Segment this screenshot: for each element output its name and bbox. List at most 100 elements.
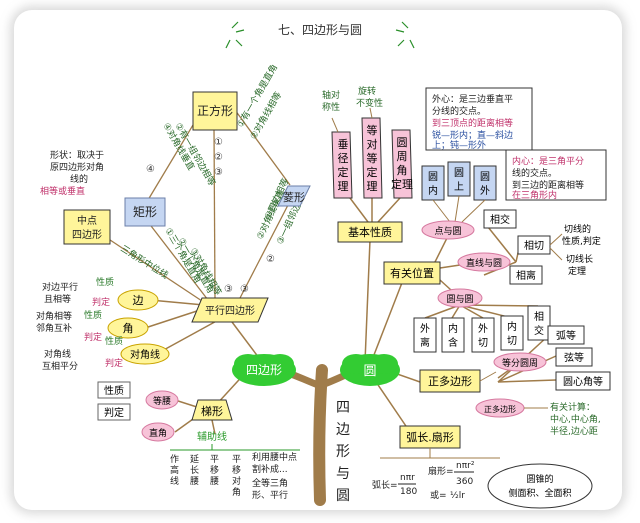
prop-side[interactable] xyxy=(117,289,159,311)
inner-center-note: 内心：是三角平分 线的交点。 到三边的距离相等 在三角形内 xyxy=(505,149,607,201)
svg-text:内: 内 xyxy=(507,320,517,333)
svg-text:四边形: 四边形 xyxy=(246,363,282,377)
node-circle-circle[interactable] xyxy=(437,288,483,308)
page-title: 七、四边形与圆 xyxy=(278,23,362,37)
svg-text:相: 相 xyxy=(534,310,544,323)
svg-text:长: 长 xyxy=(190,464,199,476)
svg-text:割补成...: 割补成... xyxy=(252,463,288,475)
svg-text:判定: 判定 xyxy=(104,406,124,419)
trap-isosceles[interactable] xyxy=(145,390,179,410)
prop-diagonal[interactable] xyxy=(120,343,170,365)
svg-text:③: ③ xyxy=(214,167,223,178)
svg-text:外: 外 xyxy=(420,323,430,335)
svg-text:离: 离 xyxy=(420,336,430,349)
node-trapezoid[interactable] xyxy=(191,399,233,421)
svg-text:外心：是三边垂直平: 外心：是三边垂直平 xyxy=(432,93,513,105)
svg-text:形、平行: 形、平行 xyxy=(252,489,288,501)
svg-text:③: ③ xyxy=(224,284,233,295)
cone-box: 圆锥的 侧面积、全面积 xyxy=(487,463,593,509)
node-equal-division[interactable] xyxy=(493,352,547,372)
svg-text:与: 与 xyxy=(336,466,350,482)
svg-text:对角相等: 对角相等 xyxy=(36,310,72,322)
circle-circle-types: 外离 内含 外切 内切 相交 xyxy=(413,305,551,353)
svg-text:线的交点。: 线的交点。 xyxy=(512,167,557,179)
svg-text:全等三角: 全等三角 xyxy=(252,477,288,489)
svg-text:梯形: 梯形 xyxy=(201,405,223,418)
svg-text:nπr: nπr xyxy=(400,473,415,483)
svg-text:线: 线 xyxy=(170,475,179,487)
svg-text:四: 四 xyxy=(336,400,350,416)
svg-text:高: 高 xyxy=(170,464,179,476)
svg-text:角: 角 xyxy=(397,164,408,177)
point-circle-types: 圆 内 圆 上 圆 外 xyxy=(421,161,497,223)
svg-text:对: 对 xyxy=(232,475,241,487)
svg-text:性质,判定: 性质,判定 xyxy=(562,235,601,247)
svg-text:理: 理 xyxy=(367,180,378,193)
svg-text:定理: 定理 xyxy=(391,177,413,191)
svg-text:三角形中位线: 三角形中位线 xyxy=(118,242,170,281)
svg-text:且相等: 且相等 xyxy=(44,293,71,305)
svg-text:直角: 直角 xyxy=(149,427,167,439)
svg-text:有关计算：: 有关计算： xyxy=(550,401,595,413)
svg-text:角: 角 xyxy=(123,322,134,335)
node-parallelogram[interactable] xyxy=(191,297,269,323)
node-position[interactable] xyxy=(383,261,441,285)
svg-text:圆心角等: 圆心角等 xyxy=(563,375,603,388)
svg-text:切线长: 切线长 xyxy=(566,253,593,265)
node-basic-property[interactable] xyxy=(337,221,403,243)
svg-text:性质: 性质 xyxy=(84,309,102,321)
svg-text:旋转: 旋转 xyxy=(358,85,376,97)
svg-text:切线的: 切线的 xyxy=(564,223,591,235)
node-rhombus[interactable] xyxy=(277,185,311,207)
aux-line-label: 辅助线 xyxy=(197,430,227,443)
svg-text:径: 径 xyxy=(338,152,349,165)
svg-text:①: ① xyxy=(214,137,223,148)
node-quad-root[interactable]: 四边形 xyxy=(232,354,296,386)
svg-text:相离: 相离 xyxy=(516,269,536,282)
svg-text:相切: 相切 xyxy=(524,239,544,252)
svg-text:边: 边 xyxy=(336,422,350,438)
svg-text:③: ③ xyxy=(240,284,249,295)
node-rhombus-label: 菱形 xyxy=(283,191,305,204)
svg-text:圆: 圆 xyxy=(428,171,438,183)
theorem-boxes: 垂 径 定 理 等 对 等 定 理 圆 周 角 定理 xyxy=(331,107,413,199)
trap-right[interactable] xyxy=(141,422,175,442)
svg-text:判定: 判定 xyxy=(92,296,110,308)
node-square[interactable] xyxy=(192,91,238,131)
svg-text:不变性: 不变性 xyxy=(356,97,383,109)
node-line-circle[interactable] xyxy=(457,252,511,272)
num-marks: ① ② ③ ④ ③ ③ ② xyxy=(146,137,275,295)
svg-text:角: 角 xyxy=(232,486,241,498)
svg-text:轴对: 轴对 xyxy=(322,89,340,101)
svg-text:扇形=: 扇形= xyxy=(428,465,454,477)
svg-text:上: 上 xyxy=(454,181,464,193)
node-circle-root[interactable]: 圆 xyxy=(340,354,400,386)
svg-text:腰: 腰 xyxy=(190,476,199,487)
svg-text:④: ④ xyxy=(146,164,155,175)
svg-text:弧长=: 弧长= xyxy=(372,479,398,491)
svg-text:利用腰中点: 利用腰中点 xyxy=(252,451,297,463)
node-point-circle[interactable] xyxy=(421,220,475,240)
node-rectangle[interactable] xyxy=(124,197,166,227)
svg-text:相交: 相交 xyxy=(490,213,510,226)
title-decor xyxy=(225,21,415,49)
svg-text:理: 理 xyxy=(338,180,349,193)
svg-text:中心,中心角,: 中心,中心角, xyxy=(550,413,601,425)
prop-angle[interactable] xyxy=(107,317,149,339)
node-midpoint[interactable] xyxy=(63,209,111,245)
svg-text:边: 边 xyxy=(133,294,144,307)
node-parallelogram-label: 平行四边形 xyxy=(205,304,255,317)
svg-text:½lr: ½lr xyxy=(450,491,465,501)
svg-text:到三边的距离相等: 到三边的距离相等 xyxy=(512,179,584,191)
svg-text:上；钝—形外: 上；钝—形外 xyxy=(432,139,486,151)
svg-text:正多边形: 正多边形 xyxy=(484,404,516,414)
trunk-branch xyxy=(313,364,328,506)
trap-judge-box xyxy=(97,403,131,421)
svg-text:圆: 圆 xyxy=(336,488,350,504)
svg-text:垂: 垂 xyxy=(338,138,349,151)
node-square-label: 正方形 xyxy=(197,103,233,118)
arc-formulas: 弧长= nπr 180 扇形= nπr² 360 或= ½lr xyxy=(372,461,475,501)
svg-text:含: 含 xyxy=(448,336,458,349)
svg-text:点与圆: 点与圆 xyxy=(434,226,461,237)
svg-text:圆与圆: 圆与圆 xyxy=(446,294,473,305)
